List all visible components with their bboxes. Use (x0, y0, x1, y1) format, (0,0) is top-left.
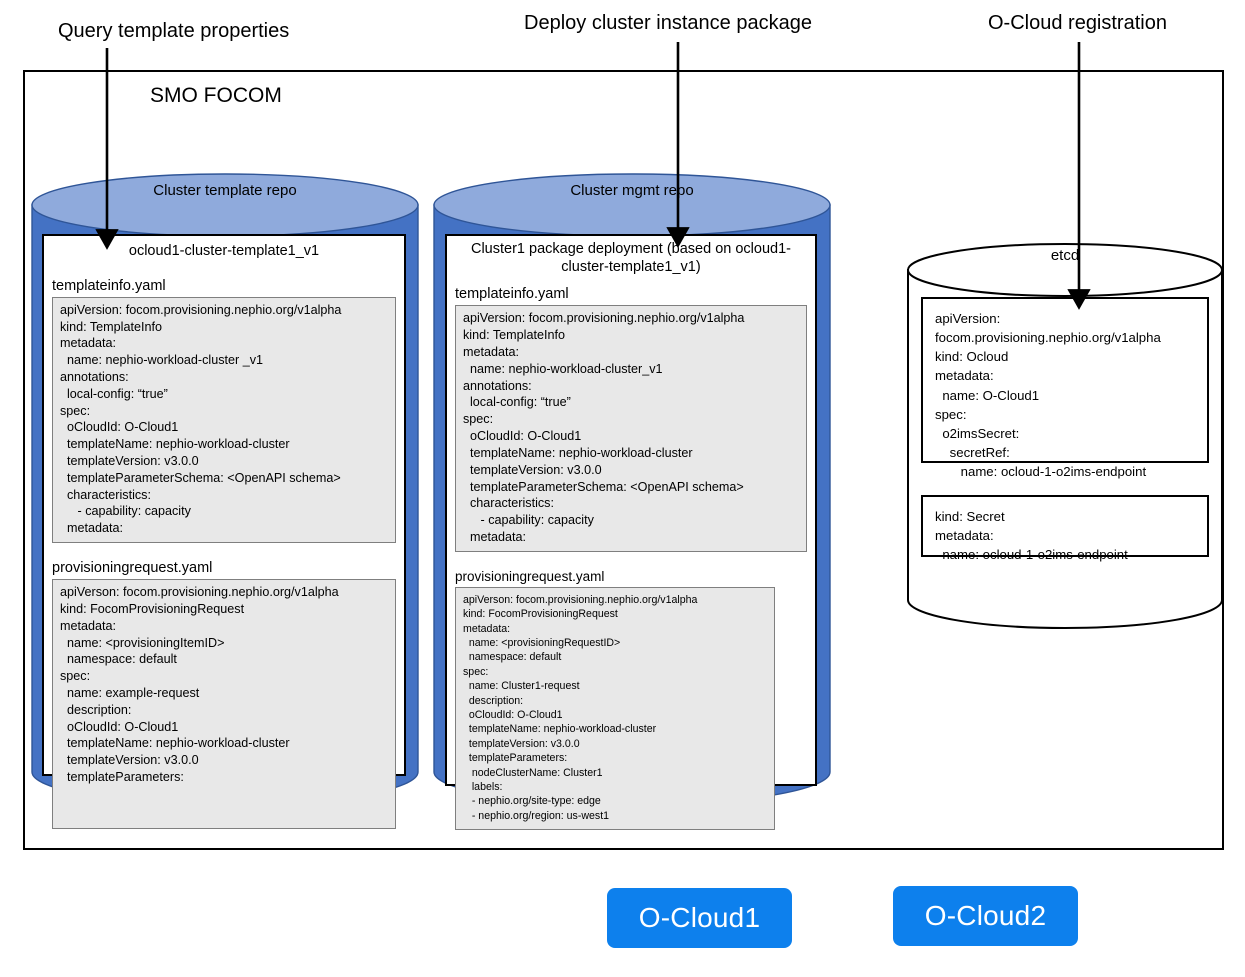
smo-focom-title: SMO FOCOM (150, 84, 282, 107)
yaml-block-provisioningrequest: apiVerson: focom.provisioning.nephio.org… (455, 586, 775, 831)
callout-label-deploy-cluster-instance-package: Deploy cluster instance package (524, 12, 812, 34)
yaml-block-templateinfo: apiVersion: focom.provisioning.nephio.or… (455, 305, 807, 552)
file-label-provisioningrequest: provisioningrequest.yaml (455, 568, 605, 584)
card-title: Cluster1 package deployment (based on oc… (470, 241, 791, 275)
file-label-templateinfo: templateinfo.yaml (52, 277, 166, 294)
ocloud2-button[interactable]: O-Cloud2 (893, 886, 1078, 946)
callout-label-ocloud-registration: O-Cloud registration (988, 12, 1167, 34)
callout-label-query-template-properties: Query template properties (58, 20, 290, 42)
cluster-template-repo-cylinder: Cluster template repo ocloud1-cluster-te… (30, 172, 420, 829)
cluster-mgmt-repo-cylinder: Cluster mgmt repo Cluster1 package deplo… (432, 172, 832, 831)
repo-card: ocloud1-cluster-template1_v1 templateinf… (42, 234, 406, 829)
cylinder-title: Cluster template repo (153, 182, 297, 199)
yaml-block-templateinfo: apiVersion: focom.provisioning.nephio.or… (52, 296, 396, 544)
etcd-card-ocloud: apiVersion: focom.provisioning.nephio.or… (921, 297, 1209, 479)
file-label-templateinfo: templateinfo.yaml (455, 286, 569, 303)
etcd-title: etcd (1050, 247, 1080, 264)
cylinder-title: Cluster mgmt repo (570, 182, 694, 199)
yaml-block-provisioningrequest: apiVerson: focom.provisioning.nephio.org… (52, 579, 396, 829)
etcd-card-secret: kind: Secret metadata: name: ocloud-1-o2… (921, 495, 1209, 562)
card-title: ocloud1-cluster-template1_v1 (128, 243, 320, 259)
repo-card: Cluster1 package deployment (based on oc… (445, 234, 817, 831)
ocloud1-button[interactable]: O-Cloud1 (607, 888, 792, 948)
file-label-provisioningrequest: provisioningrequest.yaml (52, 560, 213, 577)
etcd-cylinder: etcd apiVersion: focom.provisioning.neph… (906, 242, 1224, 630)
